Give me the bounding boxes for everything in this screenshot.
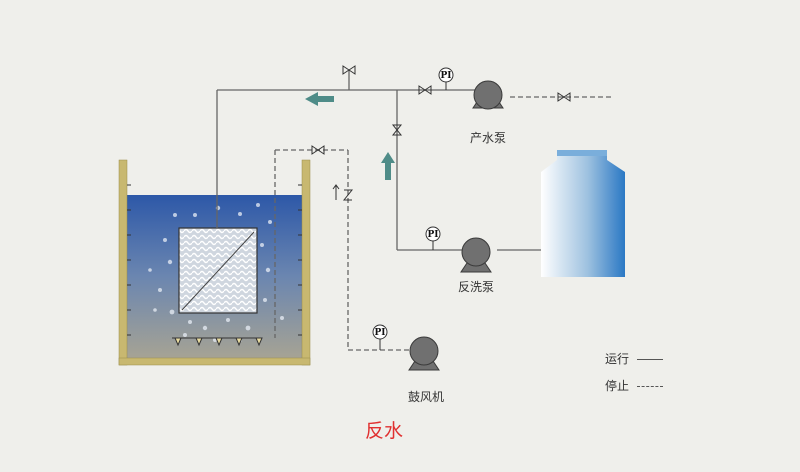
membrane-module — [178, 227, 258, 314]
valves — [311, 65, 571, 155]
aeration-tank — [118, 159, 311, 366]
product-pump-icon — [472, 80, 504, 110]
storage-tank — [541, 150, 625, 277]
blower-icon — [408, 336, 440, 371]
pi-labels: PI PI PI — [375, 71, 452, 338]
legend-running-label: 运行 — [605, 352, 630, 366]
pi-label-product: PI — [441, 71, 452, 81]
air-bubbles — [148, 203, 284, 342]
pressure-gauges — [372, 67, 454, 350]
pi-label-blower: PI — [375, 328, 386, 338]
legend-stopped: 停止 — [605, 377, 664, 394]
legend-running: 运行 — [605, 350, 664, 367]
caption: 反水 — [365, 420, 404, 442]
backwash-pump-label: 反洗泵 — [458, 280, 495, 294]
flow-arrows — [305, 92, 395, 180]
pi-label-backwash: PI — [428, 230, 439, 240]
legend-stopped-label: 停止 — [605, 379, 630, 393]
check-valve — [332, 184, 354, 201]
aeration-diffusers — [172, 337, 263, 347]
running-pipes — [216, 70, 541, 251]
backwash-pump-icon — [460, 237, 492, 273]
legend-dashed-line — [637, 386, 664, 387]
blower-label: 鼓风机 — [408, 390, 445, 404]
tank-scale-marks — [127, 184, 302, 336]
legend-solid-line — [637, 359, 664, 360]
product-pump-label: 产水泵 — [470, 131, 507, 145]
